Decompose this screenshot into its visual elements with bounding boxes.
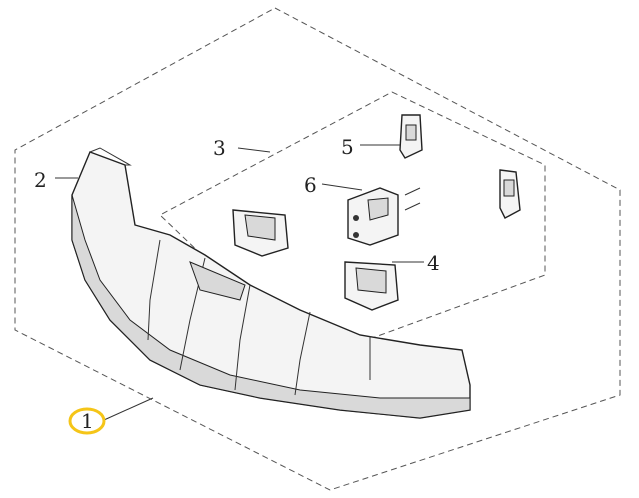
leader-lines — [55, 144, 424, 421]
mounting-plate-part-6 — [347, 187, 421, 246]
guard-shield — [71, 147, 471, 419]
callout-5[interactable]: 5 — [341, 135, 354, 159]
hardware-kit-boundary — [159, 91, 546, 361]
clip-part-5 — [399, 114, 521, 219]
highlight-ring — [68, 407, 106, 435]
assembly-boundary — [14, 7, 621, 491]
callout-6[interactable]: 6 — [304, 173, 317, 197]
callout-2[interactable]: 2 — [34, 168, 47, 192]
callout-3[interactable]: 3 — [213, 136, 226, 160]
callout-1[interactable]: 1 — [81, 409, 94, 433]
bracket-part-4 — [232, 209, 399, 311]
callout-4[interactable]: 4 — [427, 251, 440, 275]
